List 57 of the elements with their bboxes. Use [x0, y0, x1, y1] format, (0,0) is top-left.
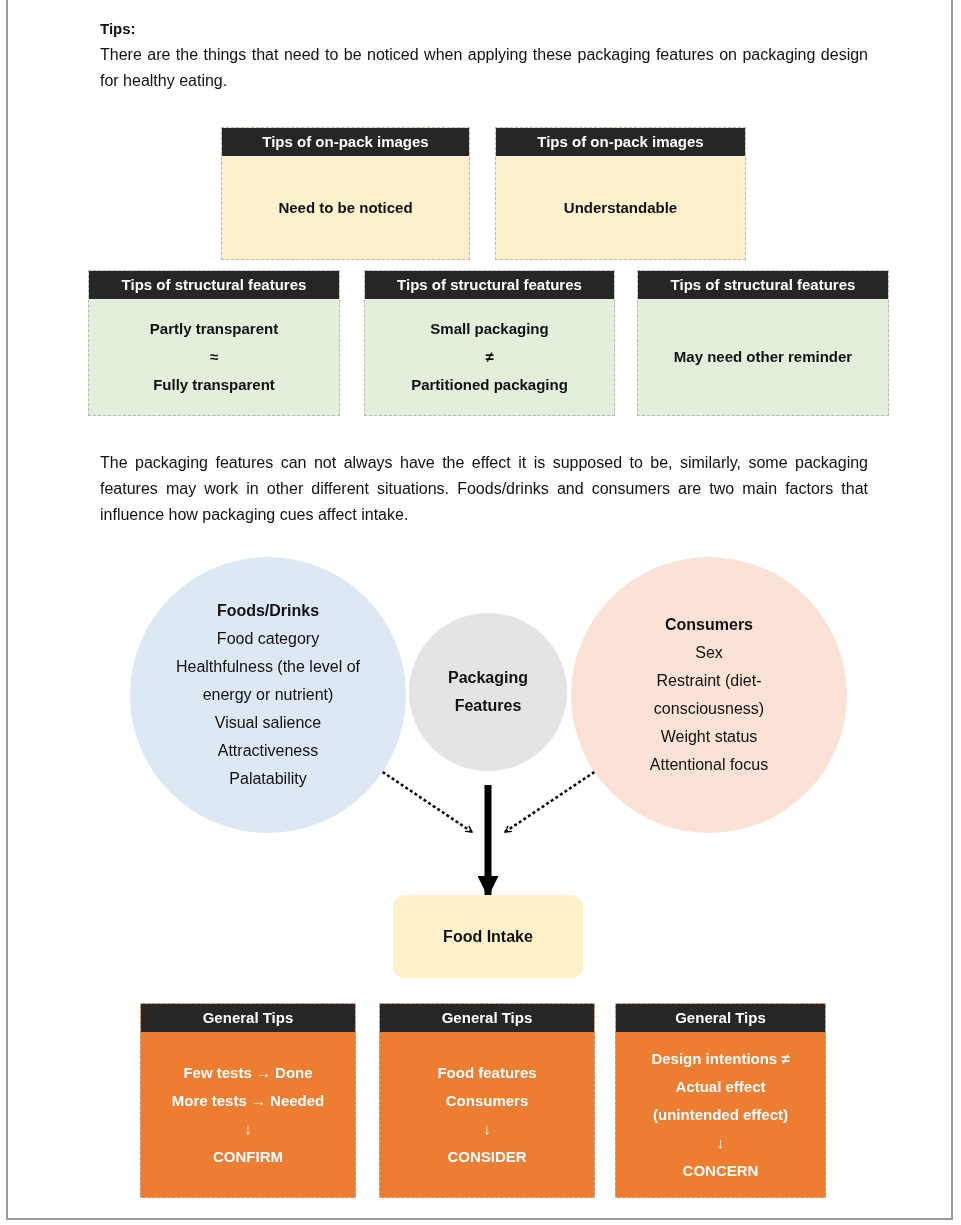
card-text: Actual effect	[675, 1076, 766, 1097]
card-text: Fully transparent	[153, 375, 275, 395]
section-heading: Tips:	[100, 19, 137, 39]
tip-card	[140, 1003, 356, 1198]
card-text: CONSIDER	[447, 1146, 527, 1167]
card-text: CONFIRM	[213, 1146, 283, 1167]
tip-card	[364, 270, 615, 416]
tip-card	[615, 1003, 826, 1198]
card-text: Consumers	[445, 1090, 529, 1111]
node-text: Palatability	[228, 769, 308, 789]
card-heading: Tips of structural features	[638, 271, 888, 299]
tip-card	[379, 1003, 595, 1198]
card-text: Design intentions ≠	[651, 1048, 790, 1069]
card-text: ↓	[483, 1118, 491, 1139]
node-text: Attractiveness	[216, 741, 320, 761]
card-text: Need to be noticed	[278, 197, 413, 218]
card-text: Small packaging	[430, 319, 549, 339]
paragraph: There are the things that need to be noticed when applying these packaging features on packaging design for healthy eating.	[100, 45, 868, 91]
card-text: Few tests → Done	[183, 1062, 313, 1083]
card-heading: General Tips	[141, 1004, 355, 1032]
node-text: Visual salience	[213, 713, 323, 733]
card-text: ≈	[209, 347, 219, 367]
card-heading: General Tips	[380, 1004, 594, 1032]
card-text: More tests → Needed	[171, 1090, 325, 1111]
card-text: ↓	[716, 1132, 725, 1153]
arrow	[381, 770, 473, 834]
card-text: Understandable	[563, 197, 678, 218]
outcome-box	[393, 895, 583, 978]
node-text: Sex	[694, 643, 724, 663]
node-text: Food category	[215, 629, 321, 649]
card-text: (unintended effect)	[653, 1104, 788, 1125]
node-text: Attentional focus	[648, 755, 770, 775]
card-text: ≠	[485, 347, 494, 367]
tip-card	[637, 270, 889, 416]
tip-card	[221, 127, 470, 260]
node-title: Packaging Features	[447, 668, 529, 716]
node-title: Consumers	[664, 615, 754, 635]
node-text: Healthfulness (the level of energy or nutrient)	[174, 657, 362, 705]
node-title: Food Intake	[443, 926, 533, 947]
card-heading: Tips of on-pack images	[496, 128, 745, 156]
paragraph: The packaging features can not always have the effect it is supposed to be, similarly, some packaging features may work in other different situations. Foods/drinks and consumers are two main factors that influence how packaging cues affect intake.	[100, 453, 868, 525]
card-heading: Tips of on-pack images	[222, 128, 469, 156]
card-text: Partitioned packaging	[411, 375, 568, 395]
card-heading: Tips of structural features	[89, 271, 339, 299]
tip-card	[88, 270, 340, 416]
card-text: May need other reminder	[673, 347, 853, 367]
card-text: CONCERN	[682, 1160, 759, 1181]
card-heading: Tips of structural features	[365, 271, 614, 299]
node-text: Restraint (diet-consciousness)	[652, 671, 766, 719]
card-heading: General Tips	[616, 1004, 825, 1032]
tip-card	[495, 127, 746, 260]
card-text: Food features	[437, 1062, 537, 1083]
node-text: Weight status	[659, 727, 759, 747]
arrow	[504, 770, 596, 834]
card-text: Partly transparent	[149, 319, 279, 339]
node-title: Foods/Drinks	[215, 601, 321, 621]
card-text: ↓	[244, 1118, 252, 1139]
